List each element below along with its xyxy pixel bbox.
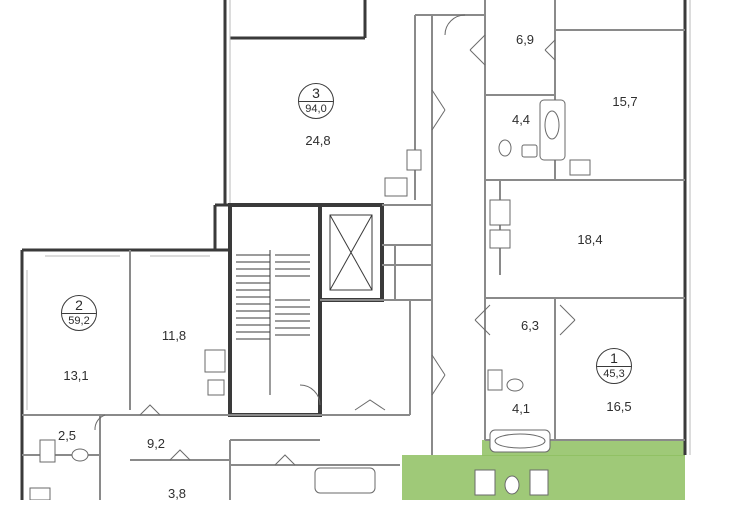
room-area-label: 6,9 bbox=[515, 32, 535, 47]
apartment-area: 59,2 bbox=[68, 315, 90, 327]
apartment-number: 2 bbox=[75, 297, 83, 313]
apartment-number: 3 bbox=[312, 85, 320, 101]
badge-divider bbox=[299, 101, 333, 102]
room-area-label: 2,5 bbox=[57, 428, 77, 443]
room-area-label: 13,1 bbox=[63, 368, 89, 383]
apartment-number: 1 bbox=[610, 350, 618, 366]
badge-divider bbox=[597, 366, 631, 367]
room-area-label: 6,3 bbox=[520, 318, 540, 333]
apartment-area: 45,3 bbox=[603, 368, 625, 380]
bathroom-fixtures bbox=[29, 99, 591, 501]
stair-core bbox=[228, 203, 384, 417]
apartment-badge-3[interactable]: 3 94,0 bbox=[298, 83, 334, 119]
apartment-area: 94,0 bbox=[305, 103, 327, 115]
room-area-label: 11,8 bbox=[161, 328, 187, 343]
exterior-walls bbox=[20, 0, 687, 500]
badge-divider bbox=[62, 313, 96, 314]
room-area-label: 16,5 bbox=[606, 399, 632, 414]
room-area-label: 18,4 bbox=[577, 232, 603, 247]
room-area-label: 9,2 bbox=[146, 436, 166, 451]
room-area-label: 4,1 bbox=[511, 401, 531, 416]
partitions bbox=[22, 0, 685, 500]
doors bbox=[94, 14, 576, 466]
apartment-badge-1[interactable]: 1 45,3 bbox=[596, 348, 632, 384]
apartment-badge-2[interactable]: 2 59,2 bbox=[61, 295, 97, 331]
room-area-label: 24,8 bbox=[305, 133, 331, 148]
room-area-label: 15,7 bbox=[612, 94, 638, 109]
windows bbox=[26, 0, 691, 455]
stair-steps bbox=[236, 254, 310, 340]
room-area-label: 3,8 bbox=[167, 486, 187, 501]
room-area-label: 4,4 bbox=[511, 112, 531, 127]
